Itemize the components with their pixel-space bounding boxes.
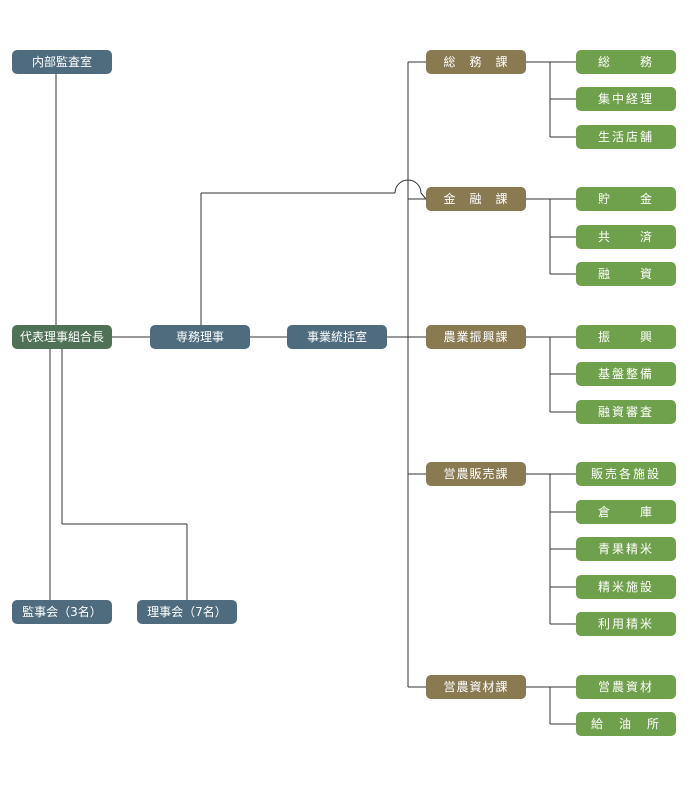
- directors-board-box: 理事会（7名）: [137, 600, 237, 624]
- audit-office-box: 内部監査室: [12, 50, 112, 74]
- managing-director-box: 専務理事: [150, 325, 250, 349]
- section-box: 精米施設: [576, 575, 676, 599]
- section-box: 販売各施設: [576, 462, 676, 486]
- section-box: 営農資材: [576, 675, 676, 699]
- dept-farm-sales: 営農販売課: [426, 462, 526, 486]
- section-box: 倉 庫: [576, 500, 676, 524]
- section-box: 利用精米: [576, 612, 676, 636]
- section-box: 給 油 所: [576, 712, 676, 736]
- section-box: 青果精米: [576, 537, 676, 561]
- section-box: 振 興: [576, 325, 676, 349]
- section-box: 基盤整備: [576, 362, 676, 386]
- dept-agri-promotion: 農業振興課: [426, 325, 526, 349]
- section-box: 生活店舗: [576, 125, 676, 149]
- auditors-board-box: 監事会（3名）: [12, 600, 112, 624]
- section-box: 共 済: [576, 225, 676, 249]
- section-box: 融 資: [576, 262, 676, 286]
- integration-office-box: 事業統括室: [287, 325, 387, 349]
- dept-general-affairs: 総 務 課: [426, 50, 526, 74]
- dept-finance: 金 融 課: [426, 187, 526, 211]
- president-box: 代表理事組合長: [12, 325, 112, 349]
- section-box: 集中経理: [576, 87, 676, 111]
- section-box: 融資審査: [576, 400, 676, 424]
- section-box: 総 務: [576, 50, 676, 74]
- section-box: 貯 金: [576, 187, 676, 211]
- dept-farm-materials: 営農資材課: [426, 675, 526, 699]
